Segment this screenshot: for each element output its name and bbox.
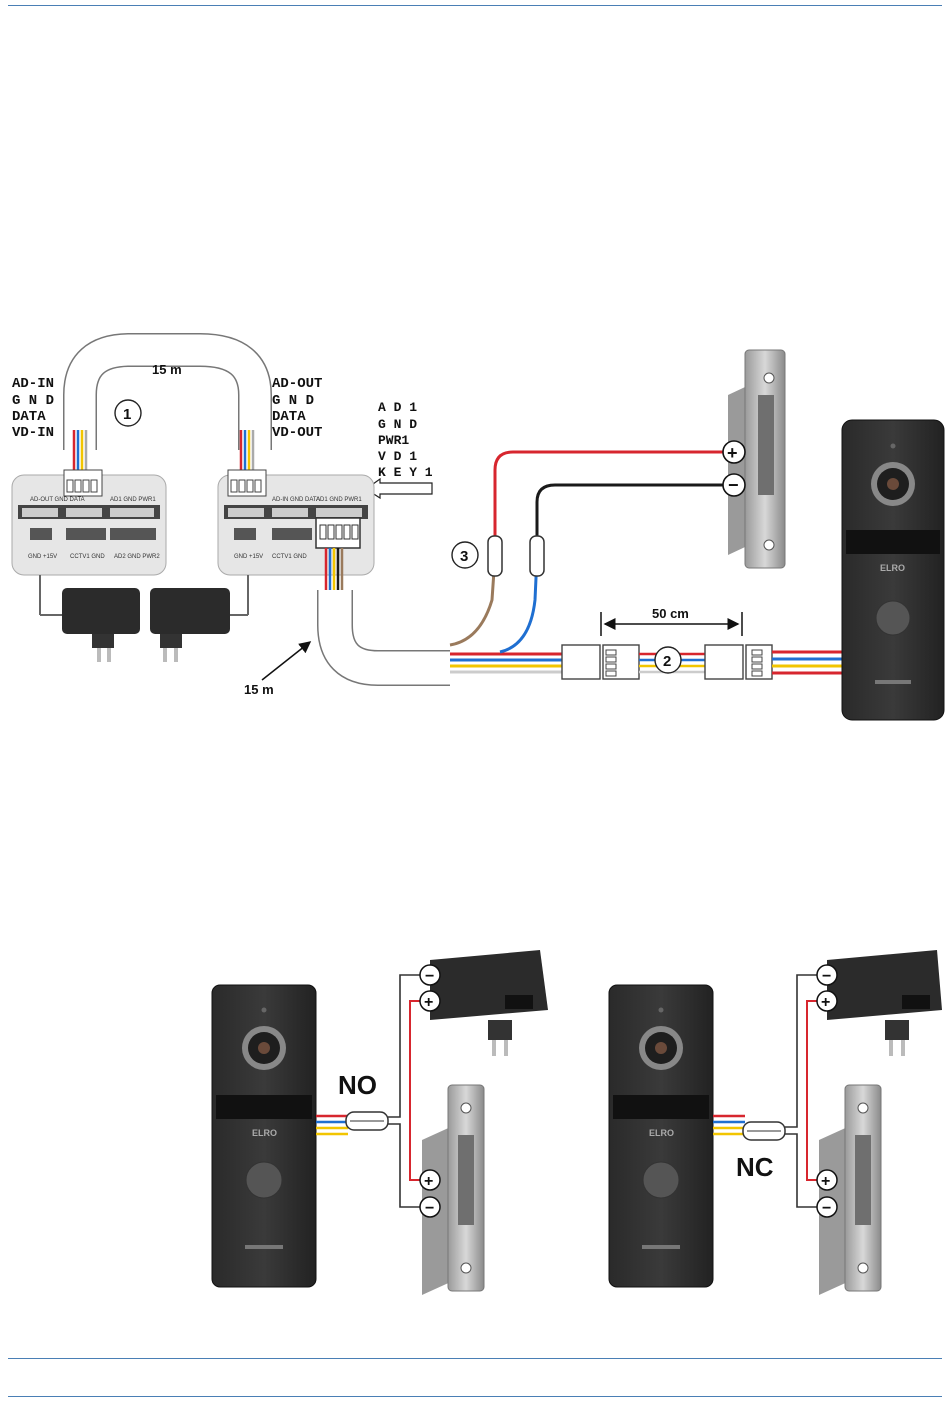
monitor-board-right: AD-IN GND DATA AD1 GND PWR1 CCTV1 GND GN… xyxy=(218,470,374,575)
svg-text:AD-IN: AD-IN xyxy=(12,376,54,392)
svg-text:−: − xyxy=(822,1200,831,1217)
brand-logo-no: ELRO xyxy=(252,1128,277,1138)
bottom-rule-2 xyxy=(8,1396,942,1397)
door-station-top: ELRO xyxy=(842,420,944,720)
left-labels: AD-IN G N D DATA VD-IN xyxy=(12,376,54,441)
svg-text:CCTV1 GND: CCTV1 GND xyxy=(70,554,105,560)
adapter-no xyxy=(430,950,548,1056)
svg-text:G N D: G N D xyxy=(378,417,417,432)
svg-text:+: + xyxy=(424,1173,433,1190)
splice-connector-a xyxy=(488,536,502,576)
svg-text:+: + xyxy=(424,994,433,1011)
svg-text:G N D: G N D xyxy=(12,393,54,409)
extension-cable xyxy=(562,645,845,679)
svg-text:AD-OUT: AD-OUT xyxy=(272,376,322,392)
main-cable-pointer xyxy=(262,642,310,680)
lock-terminal-plus-no: + xyxy=(420,1170,440,1190)
svg-text:AD-OUT GND DATA: AD-OUT GND DATA xyxy=(30,497,85,503)
lock-terminal-minus-nc: − xyxy=(817,1197,837,1217)
power-adapter-left xyxy=(40,575,140,662)
bottom-rule-1 xyxy=(8,1358,942,1359)
svg-text:CCTV1 GND: CCTV1 GND xyxy=(272,554,307,560)
door-station-no: ELRO xyxy=(212,985,316,1287)
svg-text:−: − xyxy=(425,968,434,985)
terminal-labels: A D 1 G N D PWR1 V D 1 K E Y 1 xyxy=(378,400,433,480)
monitor-board-left: AD-OUT GND DATA AD1 GND PWR1 CCTV1 GND A… xyxy=(12,470,166,575)
svg-text:DATA: DATA xyxy=(12,409,46,425)
adapter-terminal-plus-nc: + xyxy=(817,991,837,1011)
extension-length-label: 50 cm xyxy=(652,606,689,621)
main-cable-length-label: 15 m xyxy=(244,682,274,697)
svg-text:G N D: G N D xyxy=(272,393,314,409)
svg-text:PWR1: PWR1 xyxy=(378,433,409,448)
svg-text:+: + xyxy=(821,994,830,1011)
power-adapter-right xyxy=(150,575,248,662)
lock-terminal-minus-top: − xyxy=(723,474,745,496)
svg-text:3: 3 xyxy=(460,548,468,565)
svg-text:−: − xyxy=(822,968,831,985)
svg-text:K E Y 1: K E Y 1 xyxy=(378,465,433,480)
brand-logo-top: ELRO xyxy=(880,563,905,573)
svg-text:GND +15V: GND +15V xyxy=(234,554,263,560)
loop-length-label: 15 m xyxy=(152,362,182,377)
lock-terminal-plus-top: + xyxy=(723,441,745,463)
svg-text:VD-IN: VD-IN xyxy=(12,425,54,441)
door-station-nc: ELRO xyxy=(609,985,713,1287)
terminal-pointer-arrow xyxy=(366,479,432,498)
lock-terminal-minus-no: − xyxy=(420,1197,440,1217)
svg-text:AD2 GND PWR2: AD2 GND PWR2 xyxy=(114,554,160,560)
mode-label-no: NO xyxy=(338,1070,377,1100)
adapter-nc xyxy=(827,950,942,1056)
svg-text:AD1 GND PWR1: AD1 GND PWR1 xyxy=(110,497,156,503)
adapter-terminal-minus-no: − xyxy=(420,965,440,985)
svg-text:−: − xyxy=(728,475,739,495)
svg-text:1: 1 xyxy=(123,406,131,423)
svg-text:AD1 GND PWR1: AD1 GND PWR1 xyxy=(316,497,362,503)
svg-text:GND +15V: GND +15V xyxy=(28,554,57,560)
svg-text:AD-IN GND DATA: AD-IN GND DATA xyxy=(272,497,320,503)
svg-text:VD-OUT: VD-OUT xyxy=(272,425,322,441)
brand-logo-nc: ELRO xyxy=(649,1128,674,1138)
svg-text:−: − xyxy=(425,1200,434,1217)
lock-terminal-plus-nc: + xyxy=(817,1170,837,1190)
svg-text:DATA: DATA xyxy=(272,409,306,425)
right-labels: AD-OUT G N D DATA VD-OUT xyxy=(272,376,322,441)
svg-text:2: 2 xyxy=(663,653,671,670)
mode-label-nc: NC xyxy=(736,1152,774,1182)
svg-text:+: + xyxy=(727,443,738,463)
adapter-terminal-minus-nc: − xyxy=(817,965,837,985)
svg-text:+: + xyxy=(821,1173,830,1190)
svg-text:V D 1: V D 1 xyxy=(378,449,417,464)
splice-connector-b xyxy=(530,536,544,576)
adapter-terminal-plus-no: + xyxy=(420,991,440,1011)
svg-text:A D 1: A D 1 xyxy=(378,400,417,415)
